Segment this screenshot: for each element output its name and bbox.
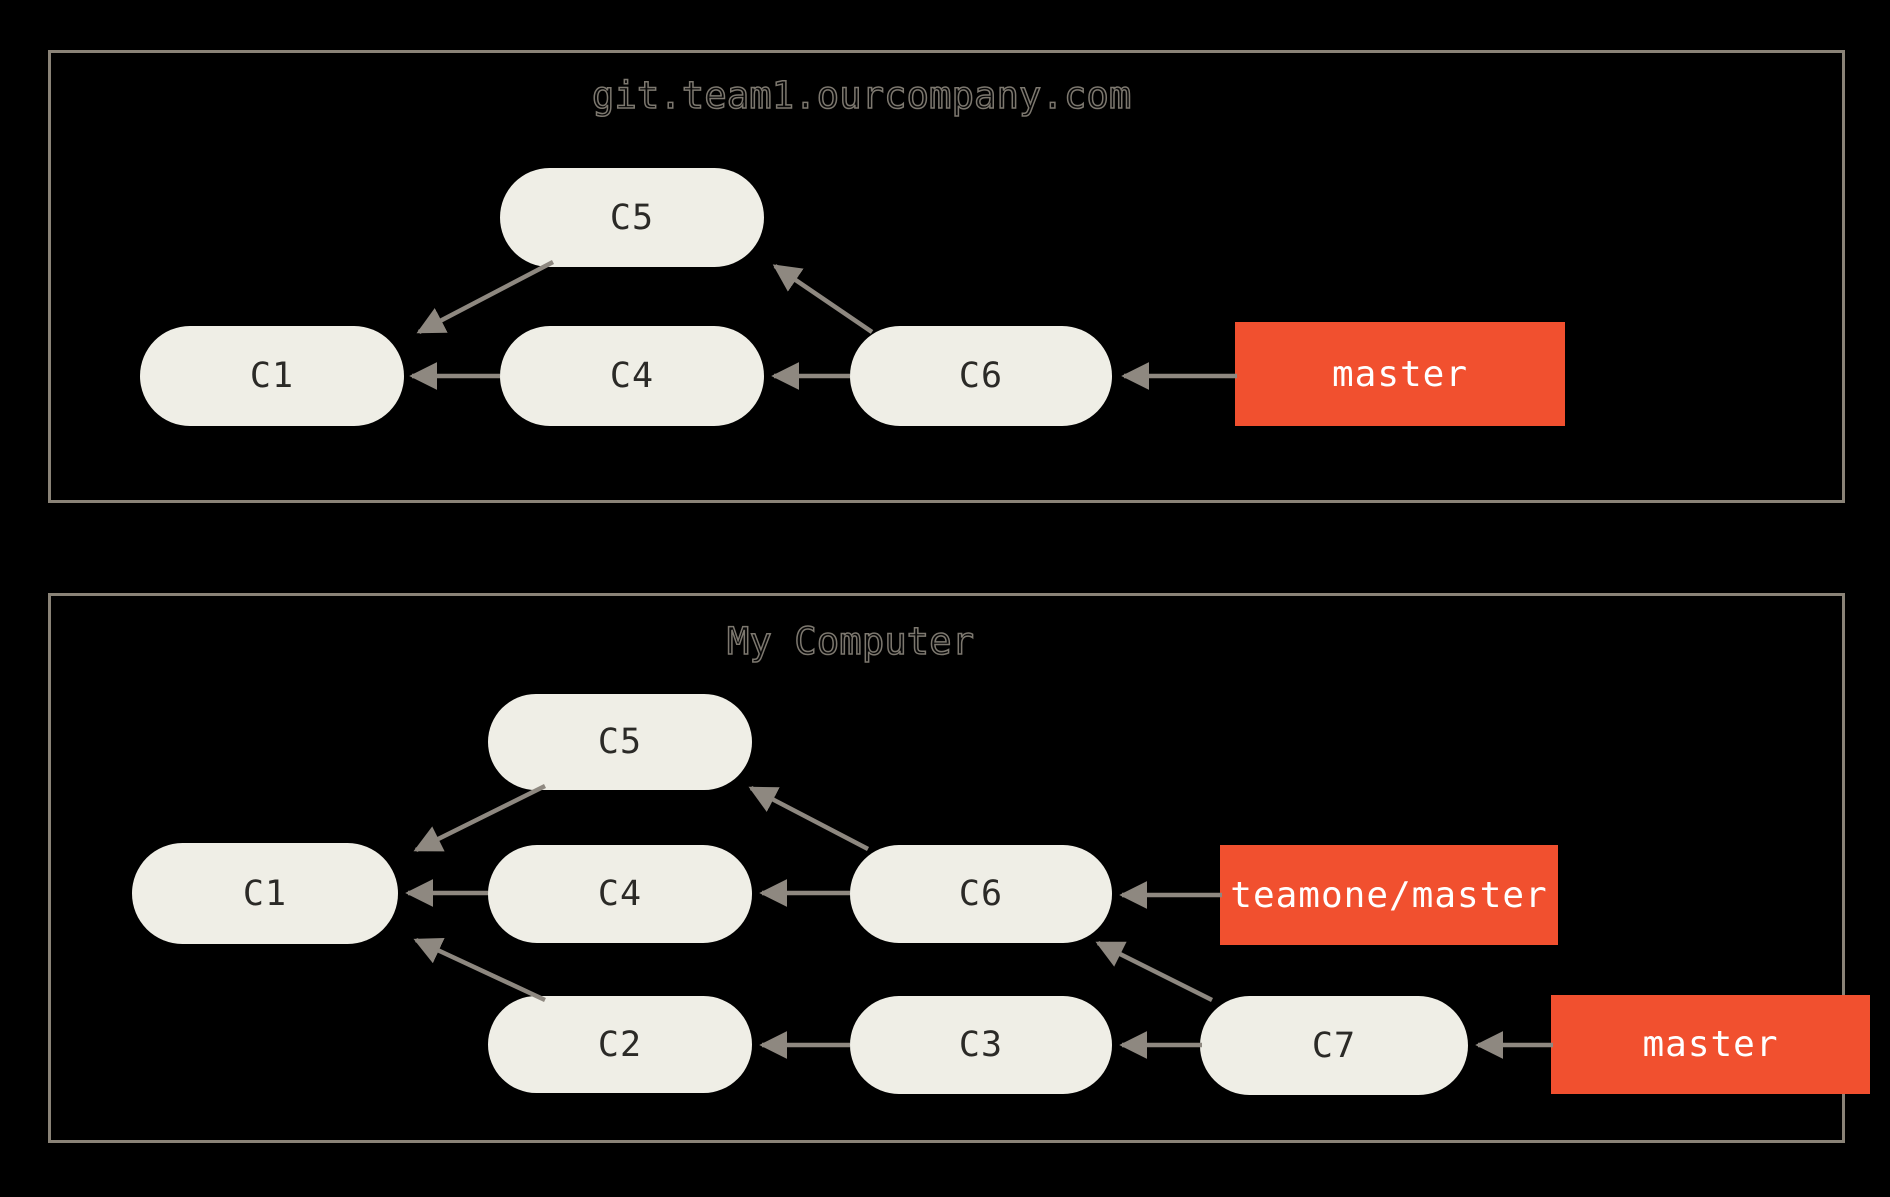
commit-label: C4 — [597, 874, 643, 914]
local-repo-title: My Computer — [726, 620, 975, 663]
commit-node-local-c7: C7 — [1200, 996, 1468, 1095]
commit-node-local-c4: C4 — [488, 845, 752, 943]
commit-node-local-c3: C3 — [850, 996, 1112, 1094]
remote-repo-panel — [48, 50, 1845, 503]
commit-node-remote-c1: C1 — [140, 326, 404, 426]
branch-label-teamone-master: teamone/master — [1220, 845, 1558, 945]
local-repo-panel — [48, 593, 1845, 1143]
commit-node-remote-c4: C4 — [500, 326, 764, 426]
commit-node-local-c1: C1 — [132, 843, 398, 944]
commit-label: C5 — [609, 197, 655, 238]
commit-node-remote-c6: C6 — [850, 326, 1112, 426]
commit-node-local-c2: C2 — [488, 996, 752, 1093]
branch-label-text: master — [1331, 353, 1469, 395]
commit-label: C1 — [242, 873, 288, 914]
commit-node-remote-c5: C5 — [500, 168, 764, 267]
commit-label: C5 — [597, 722, 643, 762]
commit-label: C7 — [1311, 1025, 1357, 1066]
branch-label-text: master — [1642, 1024, 1779, 1065]
commit-label: C6 — [958, 356, 1004, 396]
branch-label-local-master: master — [1551, 995, 1870, 1094]
commit-node-local-c5: C5 — [488, 694, 752, 790]
commit-node-local-c6: C6 — [850, 845, 1112, 943]
commit-label: C4 — [609, 356, 655, 396]
branch-label-text: teamone/master — [1230, 874, 1548, 916]
commit-label: C1 — [249, 356, 295, 396]
commit-label: C2 — [597, 1024, 643, 1065]
remote-repo-title: git.team1.ourcompany.com — [591, 74, 1132, 117]
branch-label-remote-master: master — [1235, 322, 1565, 426]
commit-label: C3 — [958, 1025, 1004, 1065]
commit-label: C6 — [958, 874, 1004, 914]
